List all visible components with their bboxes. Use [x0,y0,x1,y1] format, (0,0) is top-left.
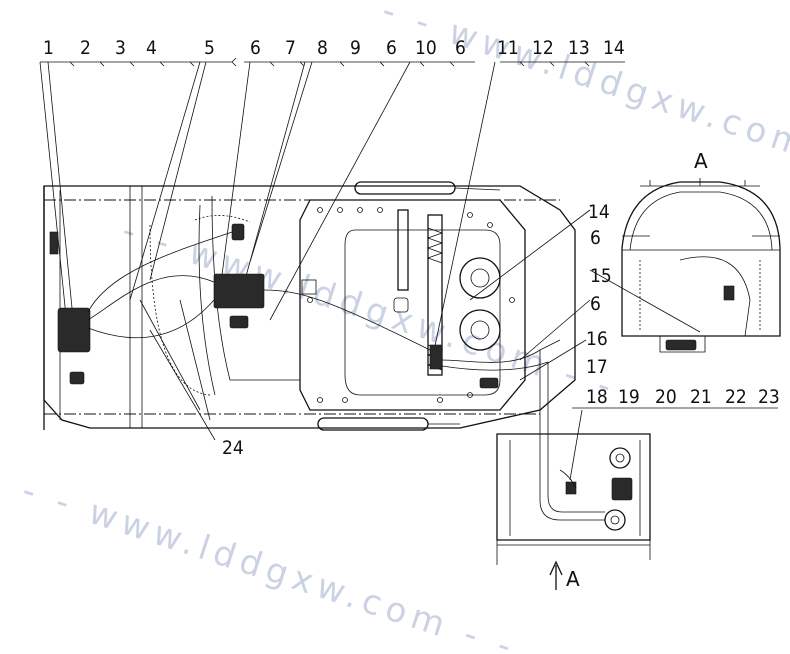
wheel-discs [459,257,501,351]
callout-7: 7 [285,37,296,59]
callout-6c: 6 [455,37,466,59]
callout-17: 17 [586,356,608,378]
callout-11: 11 [497,37,519,59]
watermark-top: - - www.lddgxw.com - - [377,0,790,189]
callout-14a: 14 [603,37,625,59]
callout-6d: 6 [590,227,601,249]
callout-21: 21 [690,386,712,408]
cab-view: A [621,149,781,353]
callout-8: 8 [317,37,328,59]
watermark-middle: - - www.lddgxw.com - - [117,211,622,409]
callout-24: 24 [222,437,244,459]
callout-10: 10 [415,37,437,59]
callout-16: 16 [586,328,608,350]
valve-blocks [49,223,499,389]
view-label-bottom: A [566,567,580,591]
leader-lines [39,61,701,481]
callout-6b: 6 [386,37,397,59]
hydraulic-hoses [87,231,561,430]
callout-5: 5 [204,37,215,59]
tank-box-view: A [496,430,651,591]
callout-20: 20 [655,386,677,408]
callout-13: 13 [568,37,590,59]
callout-23: 23 [758,386,780,408]
callout-labels: 1 2 3 4 5 6 7 8 9 6 10 6 11 12 13 14 14 … [43,37,780,459]
callout-4: 4 [146,37,157,59]
callout-14b: 14 [588,201,610,223]
watermark-bottom: - - www.lddgxw.com - - [17,471,522,654]
callout-6e: 6 [590,293,601,315]
callout-22: 22 [725,386,747,408]
view-label-top: A [694,149,708,173]
callout-6a: 6 [250,37,261,59]
callout-12: 12 [532,37,554,59]
callout-1: 1 [43,37,54,59]
hydraulic-cylinders [317,181,501,431]
callout-header-bracket [40,57,778,409]
callout-2: 2 [80,37,91,59]
callout-9: 9 [350,37,361,59]
callout-18: 18 [586,386,608,408]
frame-holes [301,207,515,403]
callout-19: 19 [618,386,640,408]
watermark-group: - - www.lddgxw.com - - - - www.lddgxw.co… [17,0,790,654]
callout-3: 3 [115,37,126,59]
